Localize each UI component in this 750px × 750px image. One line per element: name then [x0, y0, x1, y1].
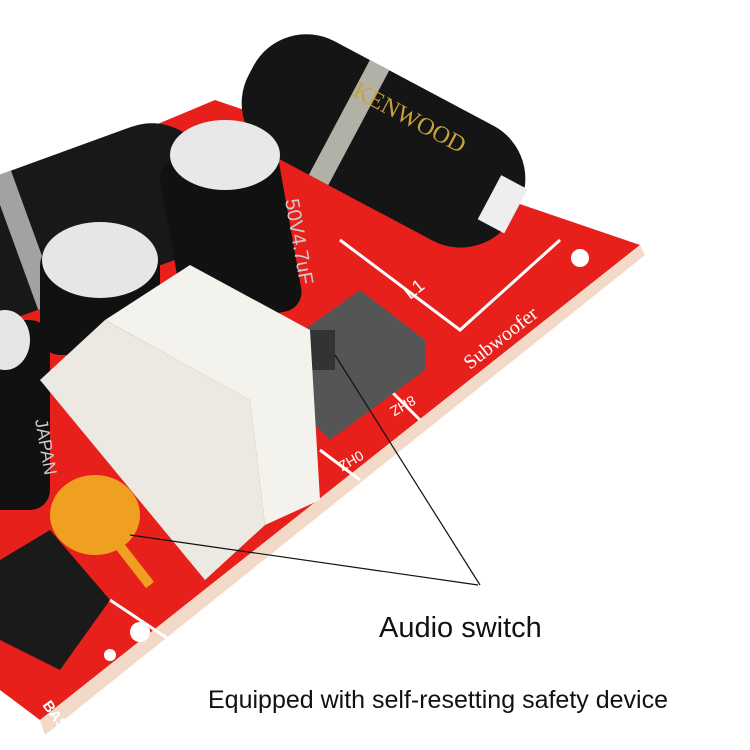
- mount-hole: [130, 622, 150, 642]
- mount-hole: [571, 249, 589, 267]
- ptc-fuse: [50, 475, 140, 555]
- cement-resistor: [40, 320, 265, 580]
- electrolytic-capacitor: JAPAN: [0, 310, 61, 510]
- safety-device-caption: Equipped with self-resetting safety devi…: [208, 686, 668, 714]
- bass-connector: [0, 530, 110, 670]
- fuse-lead: [111, 536, 154, 589]
- fuse-callout-line: [129, 534, 479, 586]
- cement-resistor: [105, 265, 320, 525]
- audio-switch-caption: Audio switch: [379, 612, 542, 644]
- audio-switch: [290, 290, 425, 440]
- kenwood-capacitor: KENWOOD: [241, 34, 528, 248]
- pcb-edge: [40, 245, 645, 735]
- mount-hole: [104, 649, 116, 661]
- silkscreen-lines: [109, 238, 562, 642]
- switch-callout-line: [334, 354, 481, 586]
